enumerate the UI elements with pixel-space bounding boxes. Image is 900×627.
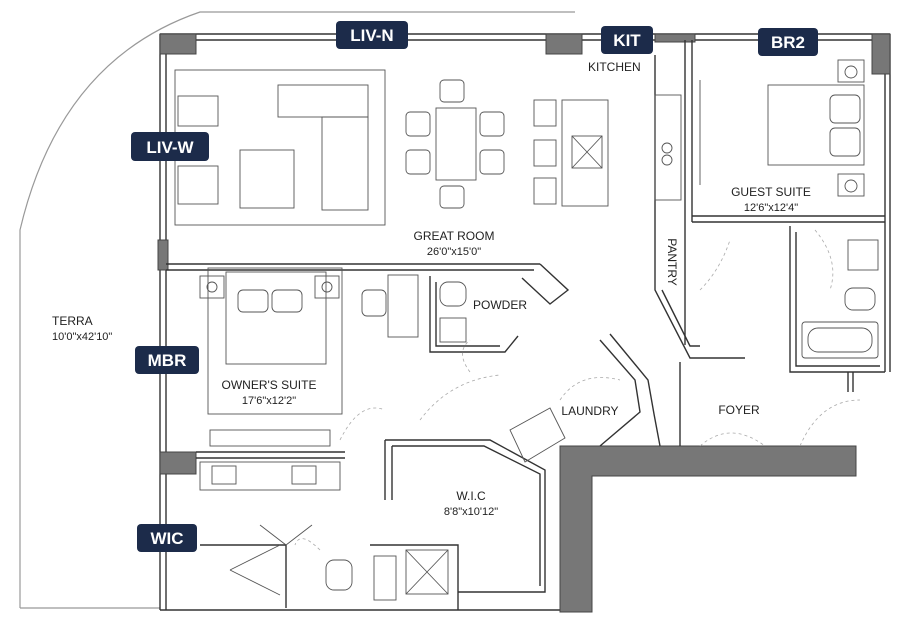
wic-room-label: W.I.C [456, 489, 486, 503]
badge-liv-w-label: LIV-W [146, 138, 194, 157]
badge-wic[interactable]: WIC [137, 524, 197, 552]
badge-liv-w[interactable]: LIV-W [131, 132, 209, 161]
guest-suite-dims: 12'6"x12'4" [744, 202, 798, 214]
owners-suite-label: OWNER'S SUITE [222, 378, 317, 392]
badge-kit[interactable]: KIT [601, 26, 653, 54]
powder-fixtures [439, 281, 566, 463]
laundry-label: LAUNDRY [561, 404, 618, 418]
badge-mbr-label: MBR [148, 351, 187, 370]
terrace-dims: 10'0"x42'10" [52, 331, 112, 343]
owners-suite-dims: 17'6"x12'2" [242, 395, 296, 407]
badge-br2-label: BR2 [771, 33, 805, 52]
badge-mbr[interactable]: MBR [135, 346, 199, 374]
badge-liv-n-label: LIV-N [350, 26, 393, 45]
kitchen-label: KITCHEN [588, 60, 641, 74]
living-furniture [174, 69, 701, 226]
great-room-label: GREAT ROOM [414, 229, 495, 243]
guest-suite-label: GUEST SUITE [731, 185, 811, 199]
terrace-label: TERRA [52, 314, 93, 328]
owner-furniture [199, 267, 449, 601]
guest-furniture [767, 59, 879, 359]
interior-walls [166, 40, 885, 610]
powder-label: POWDER [473, 298, 527, 312]
room-labels: KITCHEN GREAT ROOM 26'0"x15'0" GUEST SUI… [52, 60, 811, 518]
badge-liv-n[interactable]: LIV-N [336, 21, 408, 49]
badge-kit-label: KIT [613, 31, 641, 50]
foyer-label: FOYER [718, 403, 760, 417]
badge-br2[interactable]: BR2 [758, 28, 818, 56]
terrace-outline [19, 11, 575, 609]
structural-columns [157, 33, 891, 613]
great-room-dims: 26'0"x15'0" [427, 246, 481, 258]
badge-wic-label: WIC [150, 529, 183, 548]
exterior-walls [159, 33, 891, 611]
pantry-label: PANTRY [665, 238, 679, 286]
door-swings [294, 229, 861, 551]
wic-room-dims: 8'8"x10'12" [444, 506, 498, 518]
